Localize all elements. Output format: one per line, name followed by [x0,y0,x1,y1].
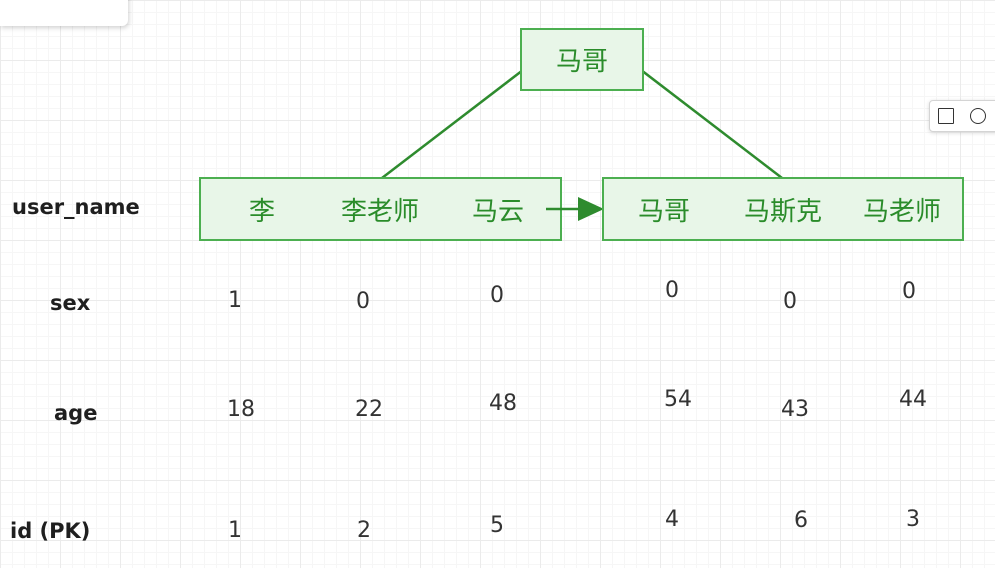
cell-age-2: 22 [355,397,383,422]
panel-fragment [0,0,128,26]
cell-sex-5: 0 [783,289,797,314]
row-label-user-name: user_name [12,195,140,219]
cell-age-3: 48 [489,391,517,416]
cell-sex-3: 0 [490,283,504,308]
cell-age-4: 54 [664,387,692,412]
cell-age-5: 43 [781,397,809,422]
cell-id-2: 2 [357,518,371,543]
root-key: 马哥 [556,47,608,77]
leaf-link-arrowhead [578,197,604,221]
cell-id-5: 6 [794,508,808,533]
square-icon[interactable] [938,108,954,124]
edge-root-to-leaf-2 [627,59,783,179]
cell-age-1: 18 [227,397,255,422]
cell-age-6: 44 [899,387,927,412]
cell-sex-4: 0 [665,278,679,303]
leaf-2-key-2: 马斯克 [744,197,822,227]
leaf-1-key-3: 马云 [472,197,524,227]
row-label-sex: sex [50,291,91,315]
cell-sex-2: 0 [356,289,370,314]
leaf-2-key-1: 马哥 [638,197,690,227]
row-label-id: id (PK) [10,519,91,543]
leaf-2-key-3: 马老师 [863,197,941,227]
row-label-age: age [54,401,98,425]
cell-id-1: 1 [228,518,242,543]
circle-icon[interactable] [970,108,986,124]
cell-id-6: 3 [906,507,920,532]
leaf-node-2[interactable]: 马哥 马斯克 马老师 [602,177,964,241]
edge-root-to-leaf-1 [381,56,541,179]
leaf-1-key-2: 李老师 [341,197,419,227]
shape-toolbar [929,100,995,132]
cell-id-4: 4 [665,507,679,532]
leaf-1-key-1: 李 [249,197,275,227]
cell-sex-6: 0 [902,279,916,304]
cell-sex-1: 1 [228,288,242,313]
cell-id-3: 5 [490,513,504,538]
leaf-node-1[interactable]: 李 李老师 马云 [199,177,562,241]
root-node[interactable]: 马哥 [520,28,644,91]
